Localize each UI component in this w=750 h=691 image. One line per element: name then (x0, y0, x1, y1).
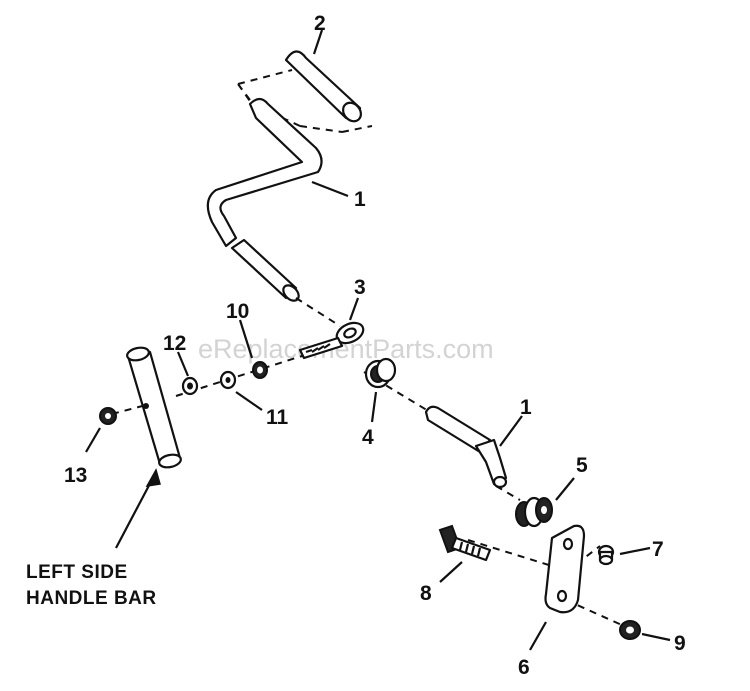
callout-4: 4 (362, 426, 374, 449)
part-7-spacer (597, 544, 615, 566)
callout-5: 5 (576, 454, 588, 477)
leader-lines (85, 29, 671, 651)
part-3-rod-end (298, 321, 365, 360)
left-side-handle-bar (126, 346, 182, 469)
part-13-nut (99, 407, 117, 425)
callout-6: 6 (518, 656, 530, 679)
part-10-nut (252, 361, 268, 379)
callout-8: 8 (420, 582, 432, 605)
callout-10: 10 (226, 300, 249, 323)
callout-9: 9 (674, 632, 686, 655)
callout-1-upper: 1 (354, 188, 366, 211)
handle-bar-label-line2: HANDLE BAR (26, 588, 157, 609)
callout-3: 3 (354, 276, 366, 299)
part-5-spring (515, 496, 553, 528)
part-9-lock-nut (619, 620, 641, 640)
part-1-control-rod (206, 97, 323, 302)
handle-bar-label-line1: LEFT SIDE (26, 562, 128, 583)
callout-13: 13 (64, 464, 87, 487)
handle-bar-arrow (115, 468, 161, 549)
part-12-washer (181, 376, 199, 396)
callout-12: 12 (163, 332, 186, 355)
part-6-bracket (544, 524, 586, 614)
part-2-grip-sleeve (237, 50, 373, 133)
part-1-rod-lower (424, 405, 508, 489)
part-4-bushing (364, 357, 397, 389)
callout-11: 11 (266, 406, 289, 429)
callout-7: 7 (652, 538, 664, 561)
part-11-washer (219, 370, 237, 390)
callout-1-lower: 1 (520, 396, 532, 419)
part-8-bolt (438, 524, 492, 562)
callout-2: 2 (314, 12, 326, 35)
